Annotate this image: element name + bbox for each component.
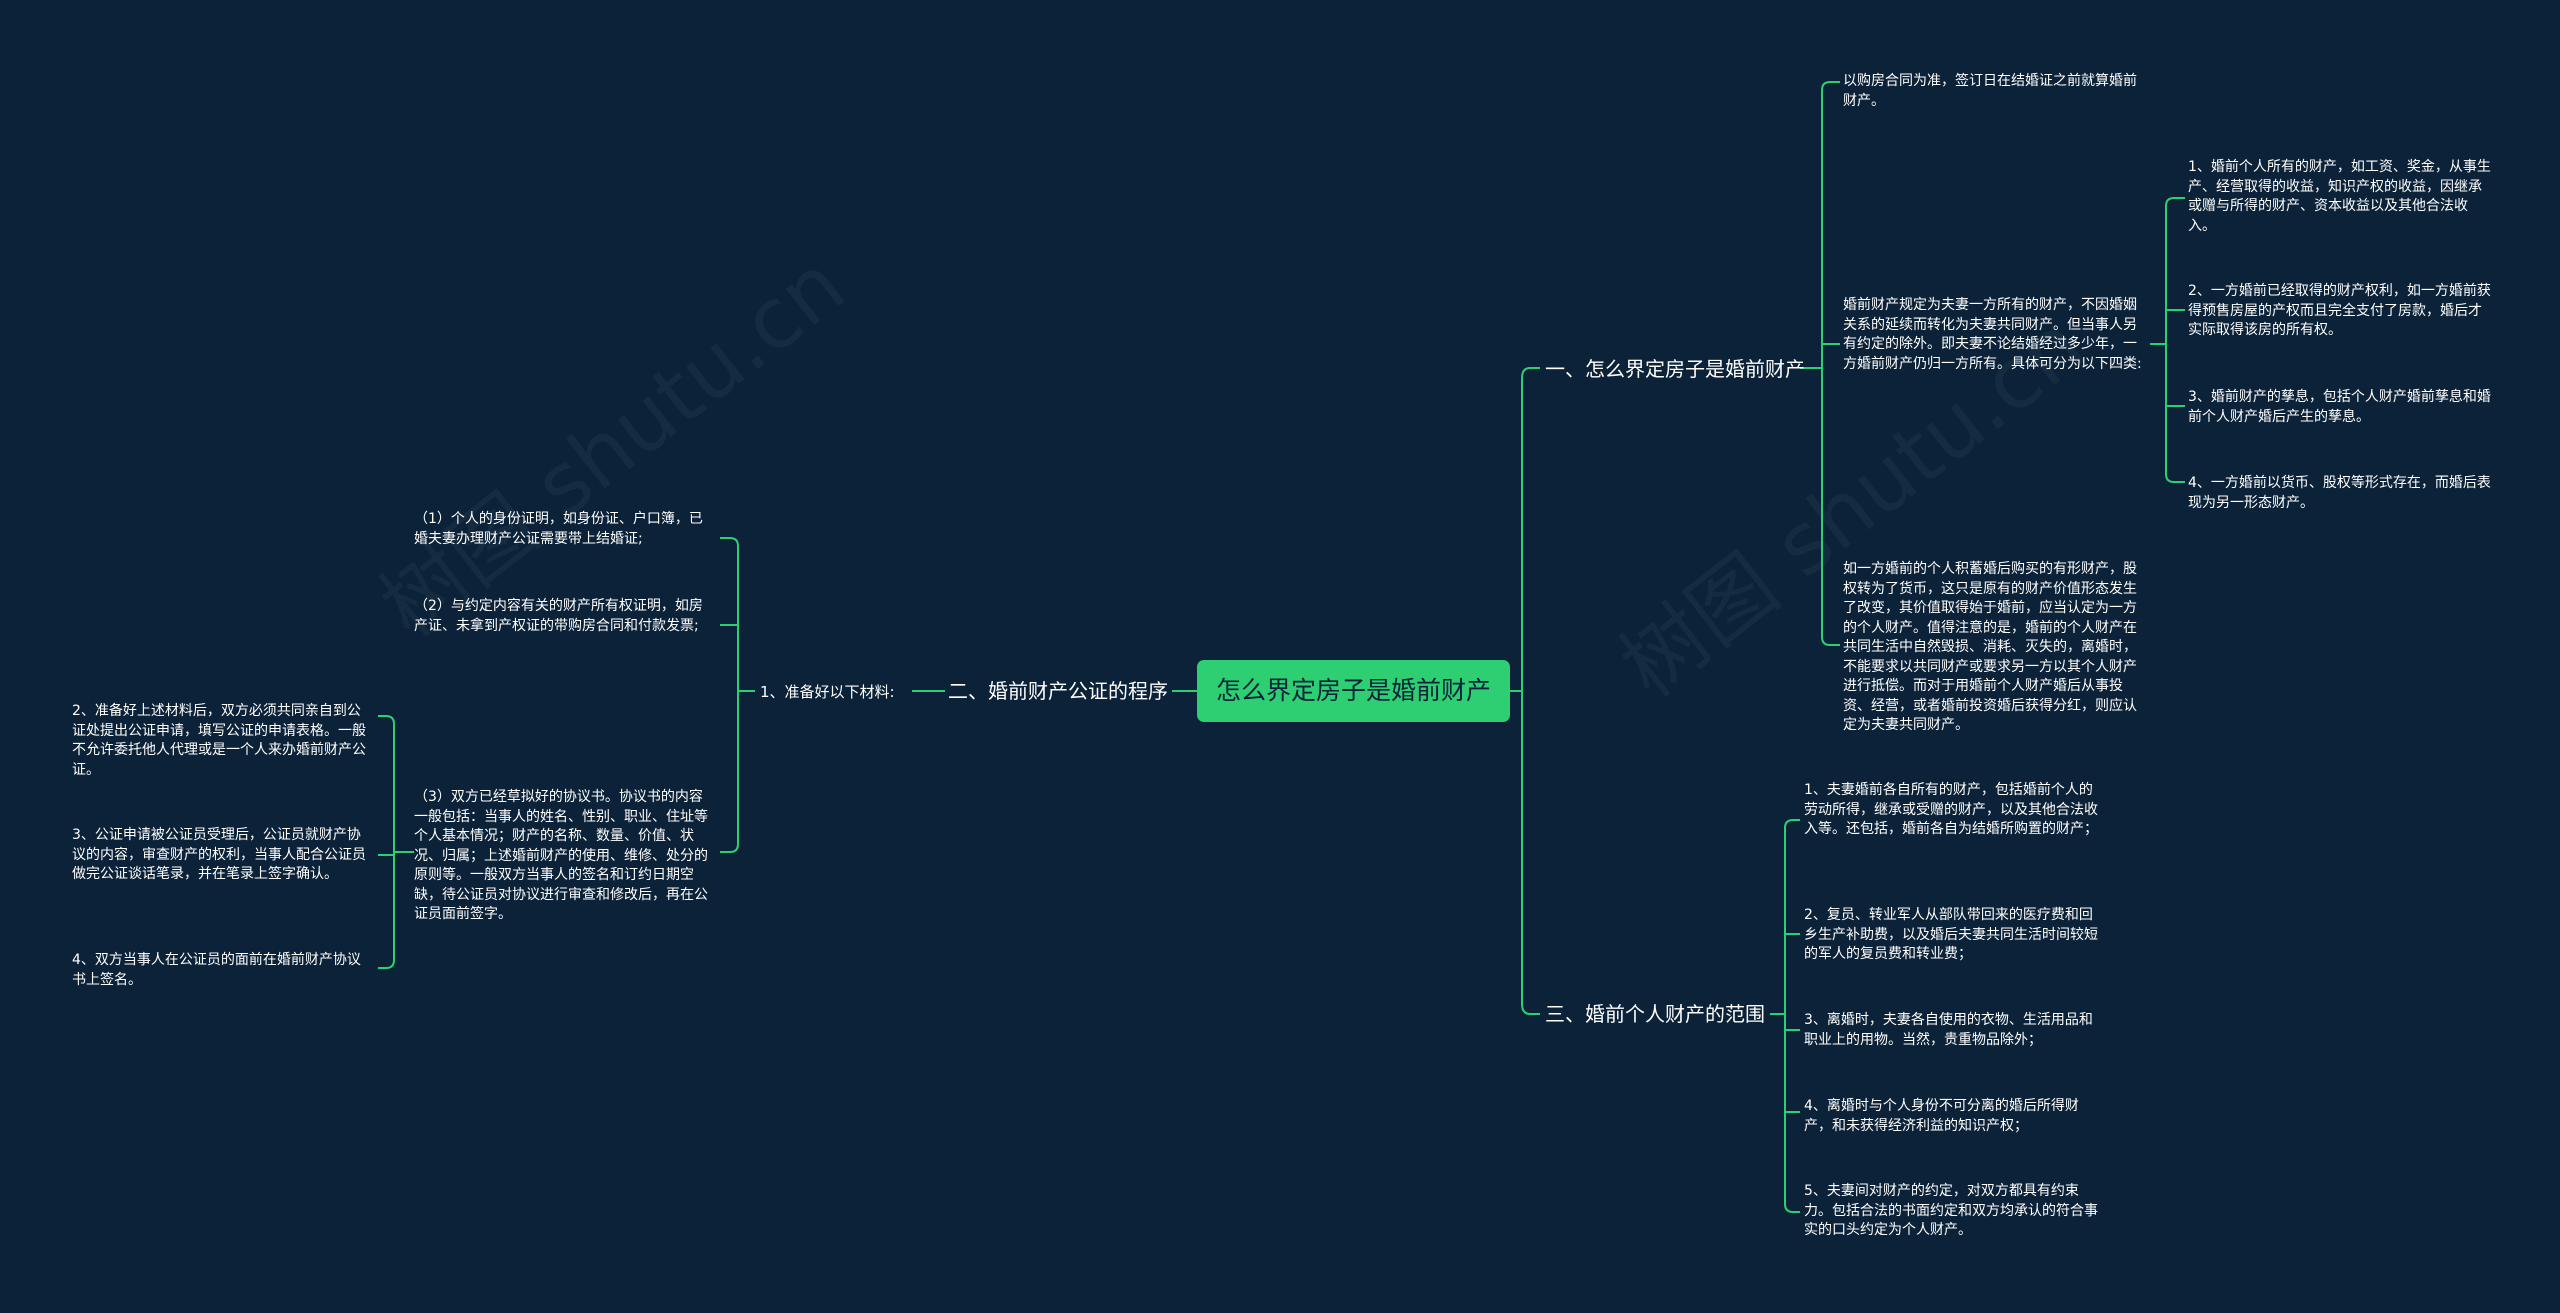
b1-item-2-child-4: 4、一方婚前以货币、股权等形式存在，而婚后表现为另一形态财产。	[2188, 475, 2491, 511]
b2-material-1: （1）个人的身份证明，如身份证、户口簿，已婚夫妻办理财产公证需要带上结婚证;	[414, 511, 703, 547]
b3-item-5: 5、夫妻间对财产的约定，对双方都具有约束力。包括合法的书面约定和双方均承认的符合…	[1804, 1183, 2098, 1238]
b1-bracket-spine	[1821, 81, 1831, 646]
b2-material-3: （3）双方已经草拟好的协议书。协议书的内容一般包括：当事人的姓名、性别、职业、住…	[414, 789, 708, 922]
branch-3-topic[interactable]: 三、婚前个人财产的范围	[1545, 1002, 1765, 1026]
b1-item-1: 以购房合同为准，签订日在结婚证之前就算婚前财产。	[1843, 73, 2137, 109]
b1-item-2: 婚前财产规定为夫妻一方所有的财产，不因婚姻关系的延续而转化为夫妻共同财产。但当事…	[1843, 297, 2142, 372]
b1-item-3: 如一方婚前的个人积蓄婚后购买的有形财产，股权转为了货币，这只是原有的财产价值形态…	[1843, 561, 2137, 733]
b2-materials-bracket-spine	[729, 537, 739, 853]
b3-bracket-spine	[1784, 819, 1794, 1213]
b3-item-1: 1、夫妻婚前各自所有的财产，包括婚前个人的劳动所得，继承或受赠的财产，以及其他合…	[1804, 782, 2098, 837]
b2-step-4: 4、双方当事人在公证员的面前在婚前财产协议书上签名。	[72, 952, 361, 988]
b1c2-bracket-spine	[2165, 197, 2175, 483]
b2-subtopic-materials[interactable]: 1、准备好以下材料:	[760, 683, 895, 701]
b3-item-4: 4、离婚时与个人身份不可分离的婚后所得财产，和未获得经济利益的知识产权；	[1804, 1098, 2079, 1134]
branch-2-topic[interactable]: 二、婚前财产公证的程序	[948, 679, 1168, 703]
branch-1-topic[interactable]: 一、怎么界定房子是婚前财产	[1545, 357, 1805, 381]
b1-item-2-child-2: 2、一方婚前已经取得的财产权利，如一方婚前获得预售房屋的产权而且完全支付了房款，…	[2188, 283, 2491, 338]
b3-item-2: 2、复员、转业军人从部队带回来的医疗费和回乡生产补助费，以及婚后夫妻共同生活时间…	[1804, 907, 2098, 962]
root-right-spine	[1521, 367, 1531, 1015]
b1-item-2-child-3: 3、婚前财产的孳息，包括个人财产婚前孳息和婚前个人财产婚后产生的孳息。	[2188, 389, 2491, 425]
b2-step-2: 2、准备好上述材料后，双方必须共同亲自到公证处提出公证申请，填写公证的申请表格。…	[72, 703, 366, 778]
b2-step-3: 3、公证申请被公证员受理后，公证员就财产协议的内容，审查财产的权利，当事人配合公…	[72, 827, 366, 882]
b3-item-3: 3、离婚时，夫妻各自使用的衣物、生活用品和职业上的用物。当然，贵重物品除外；	[1804, 1012, 2093, 1048]
b1-item-2-child-1: 1、婚前个人所有的财产，如工资、奖金，从事生产、经营取得的收益，知识产权的收益，…	[2188, 159, 2491, 234]
root-topic[interactable]: 怎么界定房子是婚前财产	[1197, 660, 1510, 722]
b2-material-2: （2）与约定内容有关的财产所有权证明，如房产证、未拿到产权证的带购房合同和付款发…	[414, 598, 703, 634]
b2-steps-bracket-spine	[385, 715, 395, 969]
